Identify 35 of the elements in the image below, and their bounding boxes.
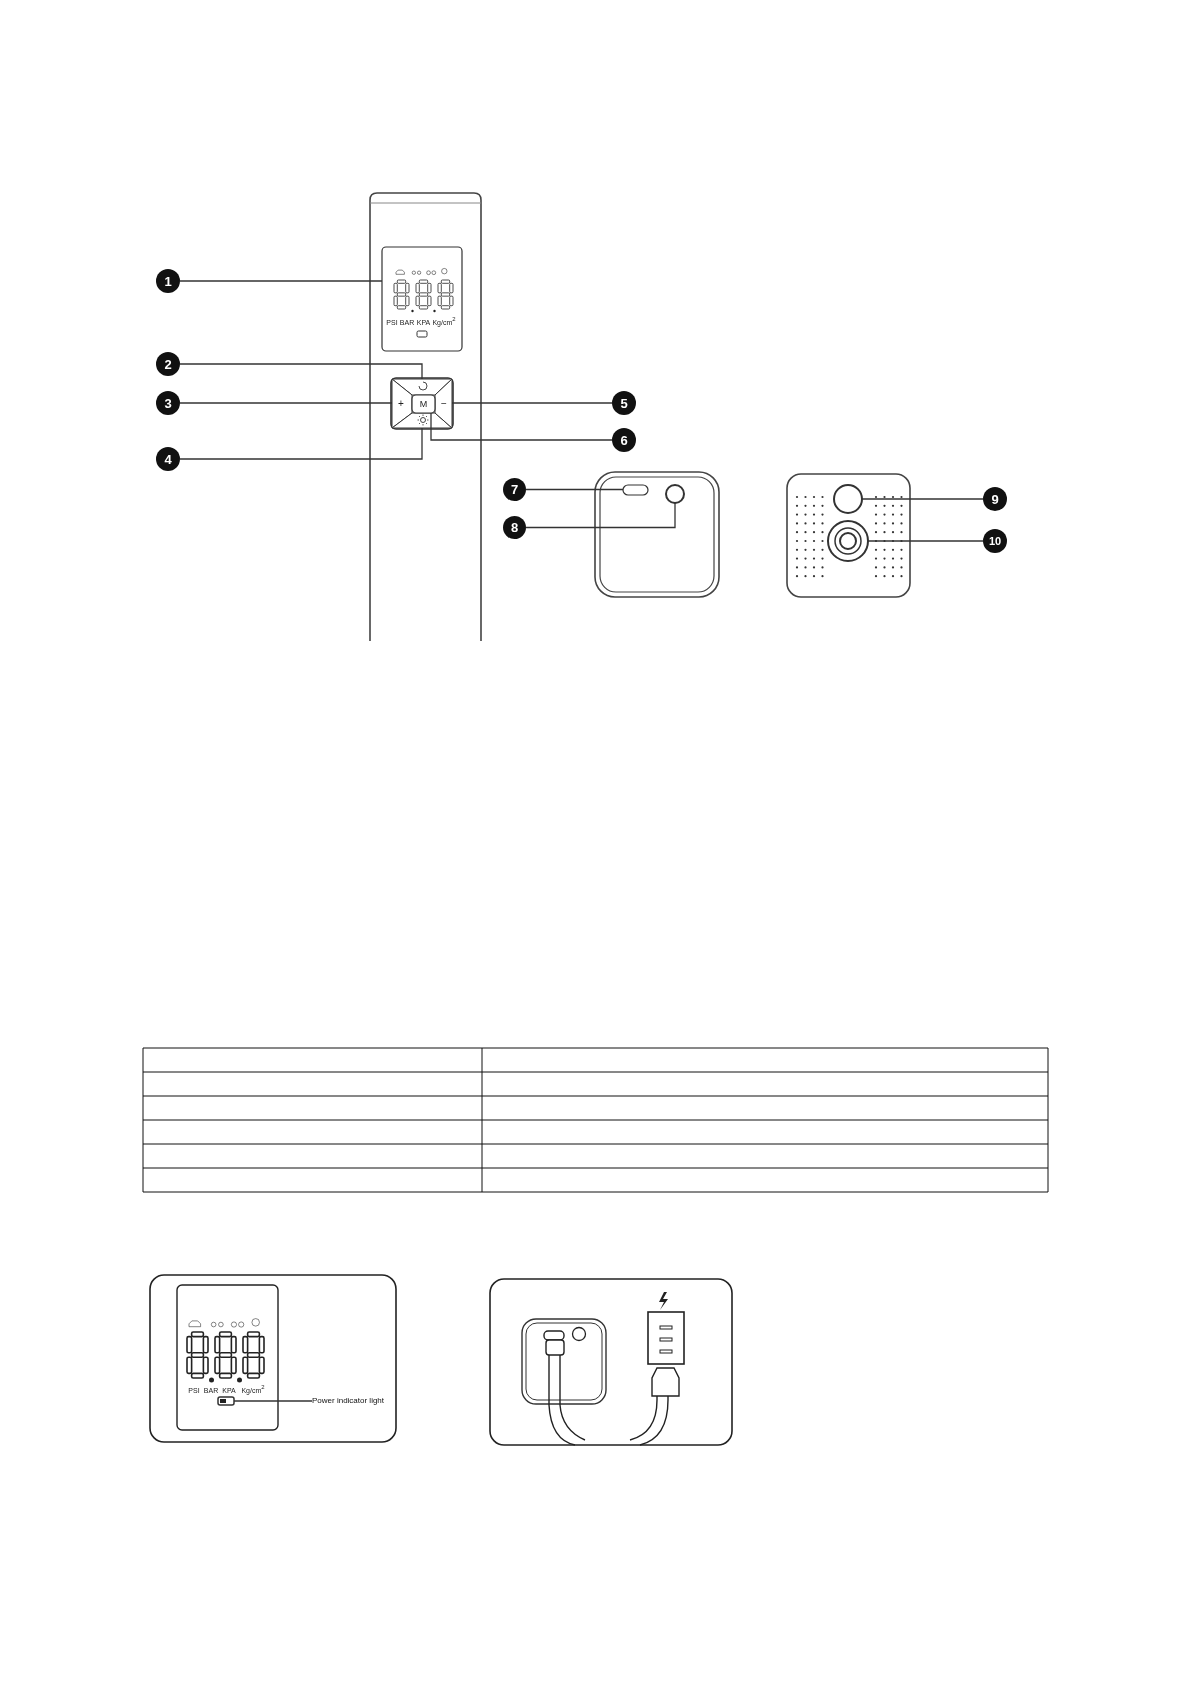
mode-button <box>411 394 436 414</box>
leader-line <box>179 280 383 282</box>
leader-line <box>525 488 624 491</box>
button-symbol: − <box>441 399 447 409</box>
leader-line <box>451 402 613 404</box>
callout-number: 4 <box>156 447 180 471</box>
leader-line <box>525 502 676 529</box>
leader-line <box>179 402 393 404</box>
part-label: Power indicator light <box>312 1395 385 1407</box>
callout-number: 7 <box>503 478 526 501</box>
air-outlet <box>833 484 863 514</box>
usb-port <box>622 484 649 496</box>
callout-number: 1 <box>156 269 180 293</box>
button-symbol: + <box>398 399 404 409</box>
leader-line <box>179 427 423 460</box>
callout-number: 9 <box>983 487 1007 511</box>
leader-line <box>861 498 984 500</box>
callout-number: 8 <box>503 516 526 539</box>
battery-icon <box>217 1396 235 1406</box>
leader-line <box>867 540 984 542</box>
callout-number: 5 <box>612 391 636 415</box>
callout-number: 6 <box>612 428 636 452</box>
leader-line <box>233 1400 313 1402</box>
plus-button <box>391 378 413 429</box>
minus-button <box>434 378 453 429</box>
indicator-hole <box>665 484 685 504</box>
light-button <box>391 412 453 429</box>
leader-line <box>430 412 613 441</box>
nozzle-socket <box>827 520 869 562</box>
callout-number: 3 <box>156 391 180 415</box>
callout-number: 2 <box>156 352 180 376</box>
leader-line <box>179 363 423 380</box>
callout-number: 10 <box>983 529 1007 553</box>
button-symbol: M <box>419 399 428 409</box>
lcd-display <box>381 246 463 352</box>
